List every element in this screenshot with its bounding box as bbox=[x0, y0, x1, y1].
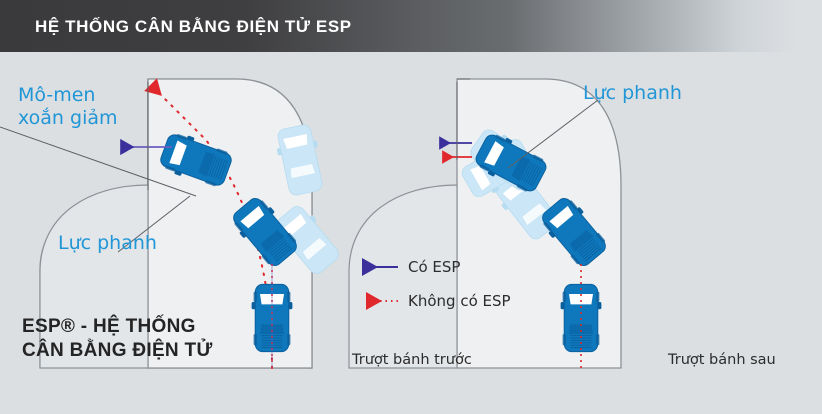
caption-front-wheel-skid: Trượt bánh trước bbox=[352, 352, 472, 368]
legend-label-with-esp: Có ESP bbox=[408, 258, 461, 276]
right-brake-arrows bbox=[439, 78, 472, 164]
label-torque-reduction: Mô-men xoắn giảm bbox=[18, 84, 118, 130]
esp-footer-title: ESP® - HỆ THỐNG CÂN BẰNG ĐIỆN TỬ bbox=[22, 316, 213, 361]
header-bar bbox=[0, 0, 822, 52]
legend-label-without-esp: Không có ESP bbox=[408, 292, 511, 310]
right-guide-line bbox=[507, 99, 599, 169]
page-title: HỆ THỐNG CÂN BẰNG ĐIỆN TỬ ESP bbox=[35, 17, 352, 36]
label-brake-force-left: Lực phanh bbox=[58, 232, 157, 254]
caption-rear-wheel-skid: Trượt bánh sau bbox=[668, 352, 776, 368]
left-guide-lines bbox=[0, 82, 197, 253]
label-brake-force-right: Lực phanh bbox=[583, 82, 682, 104]
label-torque-reduction-line2: xoắn giảm bbox=[18, 107, 118, 129]
label-torque-reduction-line1: Mô-men bbox=[18, 84, 96, 106]
